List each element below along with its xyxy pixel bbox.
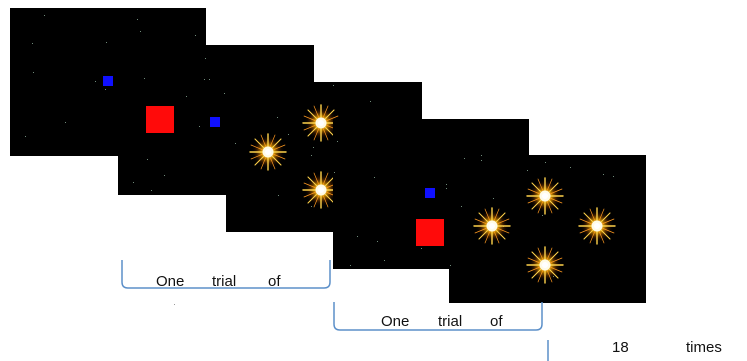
trial-label-word-1: One: [381, 313, 410, 330]
background-dot: [195, 35, 196, 36]
trial-label-word-3: of: [268, 273, 281, 290]
background-dot: [313, 147, 314, 148]
background-dot: [527, 170, 528, 171]
background-dot: [204, 79, 205, 80]
background-dot: [603, 174, 604, 175]
background-dot: [151, 190, 152, 191]
repeat-unit-label: times: [686, 339, 722, 356]
star-icon: [577, 206, 617, 246]
background-dot: [370, 101, 371, 102]
background-dot: [144, 78, 145, 79]
background-dot: [33, 72, 34, 73]
trial-label-word-1: One: [156, 273, 185, 290]
background-dot: [133, 182, 134, 183]
trial-label-word-2: trial: [438, 313, 463, 330]
background-dot: [205, 58, 206, 59]
repeat-bracket: [547, 340, 549, 361]
star-icon: [472, 206, 512, 246]
trial-label-word-3: of: [490, 313, 503, 330]
background-dot: [311, 206, 312, 207]
background-dot: [613, 176, 614, 177]
trial-label-word-2: trial: [212, 273, 237, 290]
background-dot: [164, 175, 165, 176]
blue-square: [210, 117, 220, 127]
background-dot: [421, 248, 422, 249]
background-dot: [224, 93, 225, 94]
blue-square: [425, 188, 435, 198]
background-dot: [374, 177, 375, 178]
background-dot: [446, 188, 447, 189]
background-dot: [65, 122, 66, 123]
panel-stars-four: [449, 155, 646, 303]
background-dot: [481, 155, 482, 156]
background-dot: [288, 134, 289, 135]
background-dot: [106, 42, 107, 43]
red-square: [146, 106, 174, 133]
background-dot: [446, 184, 447, 185]
background-dot: [542, 215, 543, 216]
background-dot: [333, 85, 334, 86]
background-dot: [147, 159, 148, 160]
background-dot: [25, 136, 26, 137]
star-icon: [525, 176, 565, 216]
background-dot: [95, 81, 96, 82]
background-dot: [464, 158, 465, 159]
trial-bracket-1: [121, 260, 331, 289]
background-dot: [493, 198, 494, 199]
background-dot: [235, 143, 236, 144]
trial-bracket-2: [333, 302, 543, 331]
background-dot: [570, 167, 571, 168]
background-dot: [209, 79, 210, 80]
background-dot: [481, 160, 482, 161]
background-dot: [334, 172, 335, 173]
background-dot: [32, 43, 33, 44]
faint-mark: [174, 304, 175, 305]
background-dot: [350, 265, 351, 266]
background-dot: [199, 126, 200, 127]
background-dot: [44, 15, 45, 16]
blue-square: [103, 76, 113, 86]
background-dot: [311, 155, 312, 156]
background-dot: [337, 141, 338, 142]
background-dot: [461, 206, 462, 207]
background-dot: [140, 31, 141, 32]
background-dot: [545, 162, 546, 163]
background-dot: [450, 265, 451, 266]
star-icon: [248, 132, 288, 172]
background-dot: [357, 236, 358, 237]
background-dot: [377, 241, 378, 242]
background-dot: [186, 96, 187, 97]
background-dot: [384, 260, 385, 261]
background-dot: [137, 19, 138, 20]
background-dot: [105, 89, 106, 90]
background-dot: [278, 195, 279, 196]
star-icon: [525, 245, 565, 285]
red-square: [416, 219, 444, 246]
repeat-count-label: 18: [612, 339, 629, 356]
background-dot: [277, 117, 278, 118]
